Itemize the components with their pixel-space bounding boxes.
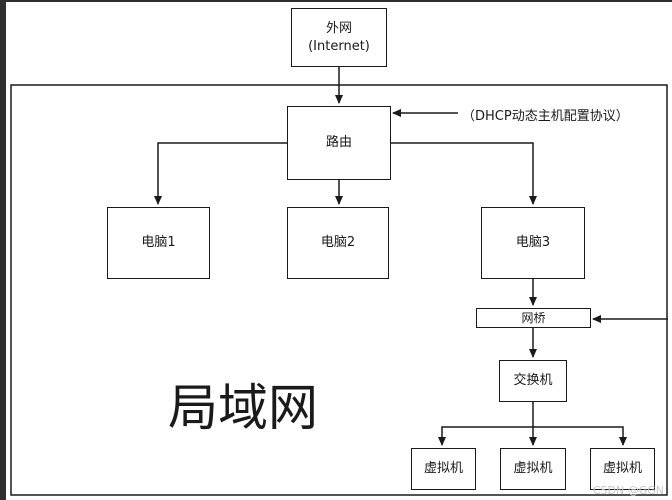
internet-sublabel: (Internet) [308, 38, 370, 54]
window-left-edge [0, 0, 6, 500]
edge-router-pc1 [154, 142, 287, 205]
bridge-label: 网桥 [521, 311, 546, 325]
edge-router-pc3 [391, 142, 537, 205]
vm1-node: 虚拟机 [411, 448, 476, 490]
vm2-node: 虚拟机 [500, 448, 566, 490]
window-top-edge [0, 0, 672, 2]
pc1-node: 电脑1 [107, 207, 210, 279]
pc2-node: 电脑2 [287, 207, 389, 279]
router-node: 路由 [287, 106, 391, 180]
vm1-label: 虚拟机 [423, 461, 463, 476]
pc3-node: 电脑3 [481, 207, 585, 279]
bridge-node: 网桥 [476, 308, 591, 328]
dhcp-annotation: （DHCP动态主机配置协议） [462, 109, 629, 124]
vm3-label: 虚拟机 [602, 461, 642, 476]
watermark: CSDN @GGN [592, 484, 664, 497]
switch-node: 交换机 [499, 360, 567, 402]
internet-node: 外网 (Internet) [291, 8, 387, 67]
internet-label: 外网 [325, 20, 352, 36]
pc1-label: 电脑1 [141, 235, 176, 250]
router-label: 路由 [325, 135, 352, 150]
lan-label: 局域网 [168, 379, 318, 437]
pc3-label: 电脑3 [515, 235, 551, 250]
edge-switch-vm1 [438, 426, 533, 446]
pc2-label: 电脑2 [320, 235, 356, 250]
vm3-node: 虚拟机 [590, 448, 655, 490]
edge-switch-vm3 [533, 426, 627, 446]
vm2-label: 虚拟机 [513, 461, 553, 476]
switch-label: 交换机 [513, 373, 553, 388]
